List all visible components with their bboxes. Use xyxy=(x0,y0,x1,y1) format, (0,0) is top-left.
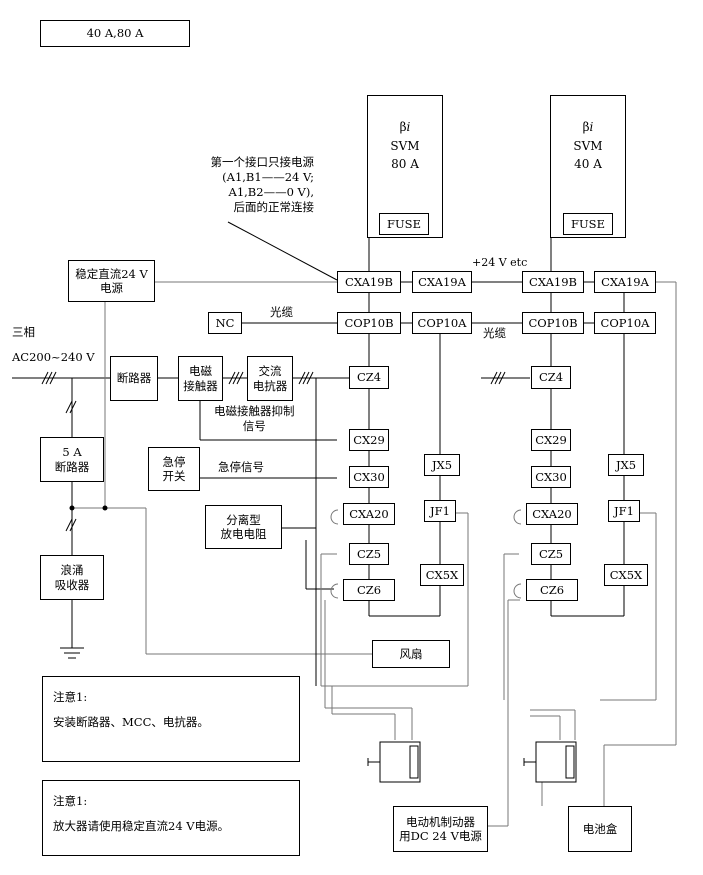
fiber-label-2: 光缆 xyxy=(483,326,506,340)
discharge-resistor-box: 分离型 放电电阻 xyxy=(205,505,282,549)
amp1-cz4[interactable]: CZ4 xyxy=(349,366,389,389)
amp1-cz5[interactable]: CZ5 xyxy=(349,543,389,565)
amp2-cxa19b[interactable]: CXA19B xyxy=(522,271,584,293)
estop-switch-box[interactable]: 急停 开关 xyxy=(148,447,200,491)
amp2-cxa19a[interactable]: CXA19A xyxy=(594,271,656,293)
leader-line xyxy=(227,221,338,281)
amp1-cxa19a[interactable]: CXA19A xyxy=(412,271,472,293)
three-phase-marks xyxy=(41,371,506,532)
breaker-5a-box: 5 A 断路器 xyxy=(40,437,104,482)
nc-box: NC xyxy=(208,312,242,334)
note-2: 注意1: 放大器请使用稳定直流24 V电源。 xyxy=(42,780,300,856)
note-1-text: 安装断路器、MCC、电抗器。 xyxy=(53,715,209,730)
note-2-text: 放大器请使用稳定直流24 V电源。 xyxy=(53,819,230,834)
amp1-cx29[interactable]: CX29 xyxy=(349,429,389,451)
battery-box: 电池盒 xyxy=(568,806,632,852)
amp1-line2: SVM xyxy=(390,138,420,153)
amp1-fuse: FUSE xyxy=(379,213,429,235)
amp2-cx5x[interactable]: CX5X xyxy=(604,564,648,586)
amp1-current: 80 A xyxy=(391,157,419,172)
amp2-cxa20[interactable]: CXA20 xyxy=(526,503,578,525)
amp1-title: βi SVM 80 A xyxy=(367,118,443,174)
amp1-cz6[interactable]: CZ6 xyxy=(343,579,395,601)
amp1-cxa19b[interactable]: CXA19B xyxy=(337,271,401,293)
ground-symbol xyxy=(60,647,84,659)
breaker-box: 断路器 xyxy=(110,356,158,401)
amp2-title: βi SVM 40 A xyxy=(550,118,626,174)
first-interface-label: 第一个接口只接电源 (A1,B1——24 V; A1,B2——0 V), 后面的… xyxy=(210,155,315,214)
brake-psu-box: 电动机制动器 用DC 24 V电源 xyxy=(393,806,488,852)
amp2-model-suffix: i xyxy=(589,120,594,134)
amp1-model-prefix: β xyxy=(399,120,407,134)
amp1-cop10a[interactable]: COP10A xyxy=(412,312,472,334)
v24-etc-label: +24 V etc xyxy=(472,256,528,269)
resistor-loops xyxy=(320,281,677,827)
amp2-cz5[interactable]: CZ5 xyxy=(531,543,571,565)
amp2-jf1[interactable]: JF1 xyxy=(608,500,640,522)
amp2-line2: SVM xyxy=(573,138,603,153)
amp1-cx30[interactable]: CX30 xyxy=(349,466,389,488)
amp2-cx30[interactable]: CX30 xyxy=(531,466,571,488)
amp2-current: 40 A xyxy=(574,157,602,172)
junction-dot xyxy=(69,505,75,511)
amp1-jf1[interactable]: JF1 xyxy=(424,500,456,522)
amp1-cop10b[interactable]: COP10B xyxy=(337,312,401,334)
amp2-model-prefix: β xyxy=(582,120,590,134)
note-2-title: 注意1: xyxy=(53,794,88,808)
estop-signal-label: 急停信号 xyxy=(218,460,264,474)
dc24-psu-box: 稳定直流24 V 电源 xyxy=(68,260,155,302)
amp2-fuse: FUSE xyxy=(563,213,613,235)
amp1-jx5[interactable]: JX5 xyxy=(424,454,460,476)
amp1-cx5x[interactable]: CX5X xyxy=(420,564,464,586)
note-1: 注意1: 安装断路器、MCC、电抗器。 xyxy=(42,676,300,762)
fan-box: 风扇 xyxy=(372,640,450,668)
contactor-box: 电磁 接触器 xyxy=(178,356,223,401)
reactor-box: 交流 电抗器 xyxy=(247,356,293,401)
fiber-label-1: 光缆 xyxy=(270,305,293,319)
amp2-cx29[interactable]: CX29 xyxy=(531,429,571,451)
amp2-cop10b[interactable]: COP10B xyxy=(522,312,584,334)
surge-absorber-box: 浪涌 吸收器 xyxy=(40,555,104,600)
header-box: 40 A,80 A xyxy=(40,20,190,47)
ac-input-label: AC200~240 V xyxy=(12,350,95,364)
mcc-signal-label: 电磁接触器抑制 信号 xyxy=(214,404,295,433)
amp2-cop10a[interactable]: COP10A xyxy=(594,312,656,334)
motor-2 xyxy=(523,741,577,783)
amp1-internal xyxy=(368,238,441,617)
amp2-cz4[interactable]: CZ4 xyxy=(531,366,571,389)
amp2-jx5[interactable]: JX5 xyxy=(608,454,644,476)
motor-1 xyxy=(367,741,421,783)
amp2-cz6[interactable]: CZ6 xyxy=(526,579,578,601)
amp1-model-suffix: i xyxy=(406,120,411,134)
junction-dot xyxy=(102,505,108,511)
note-1-title: 注意1: xyxy=(53,690,88,704)
amp1-cxa20[interactable]: CXA20 xyxy=(343,503,395,525)
signal-wires xyxy=(199,377,337,686)
dc24-supply-wires xyxy=(72,281,372,655)
header-text: 40 A,80 A xyxy=(86,26,144,41)
three-phase-label: 三相 xyxy=(12,325,35,339)
